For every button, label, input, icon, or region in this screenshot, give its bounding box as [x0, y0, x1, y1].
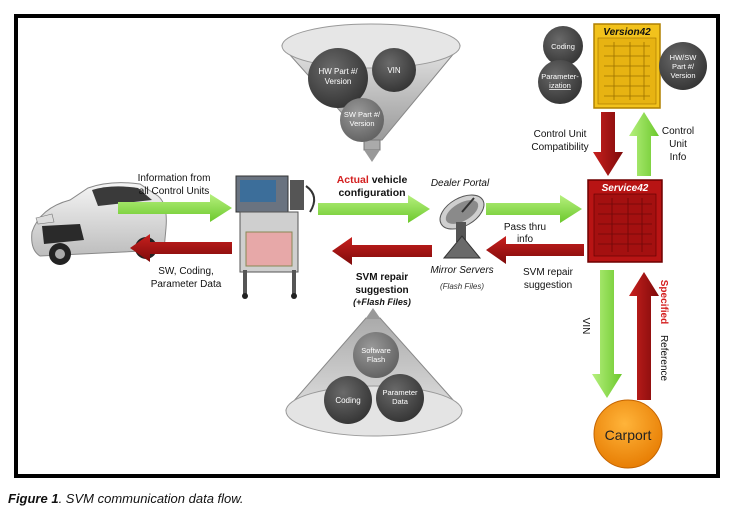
version42-parameterization-line2: ization [549, 81, 571, 90]
label-svm-repair2-1: SVM repair [523, 267, 574, 278]
funnel-vin: VIN [387, 66, 401, 75]
label-svm-repair-1: SVM repair [356, 272, 408, 283]
label-flash-files-note: (+Flash Files) [353, 297, 411, 307]
funnel-bubble-sw-part: SW Part #/ Version [340, 98, 384, 142]
funnel-parameter-data-line2: Data [392, 397, 409, 406]
funnel-coding: Coding [335, 396, 360, 405]
version42-bubble-coding: Coding [543, 26, 583, 66]
label-cu-info-1: Control [662, 126, 694, 137]
funnel-bubble-software-flash: Software Flash [353, 332, 399, 378]
label-vin-vertical: VIN [580, 318, 591, 335]
label-cu-compat-1: Control Unit [534, 129, 587, 140]
version42-hw-sw-line3: Version [670, 71, 695, 80]
label-actual: Actual [337, 174, 369, 186]
funnel-bubble-coding: Coding [324, 376, 372, 424]
funnel-bubble-vin: VIN [372, 48, 416, 92]
diagnostic-tester-image [235, 175, 316, 299]
version42-coding: Coding [551, 42, 575, 51]
label-configuration: configuration [338, 187, 405, 199]
top-funnel: HW Part #/ Version VIN SW Part #/ Versio… [281, 23, 461, 162]
label-info-from-2: all Control Units [139, 186, 210, 197]
funnel-sw-part-line2: Version [349, 119, 374, 128]
arrow-svm-to-mirror [486, 236, 584, 264]
service42-title: Service42 [602, 183, 649, 194]
funnel-hw-part-line2: Version [325, 77, 352, 86]
arrow-sw-to-car [130, 234, 232, 262]
satellite-dish-icon [439, 194, 485, 259]
label-mirror-servers: Mirror Servers [430, 265, 493, 276]
funnel-bubble-hw-part: HW Part #/ Version [308, 48, 368, 108]
label-info-from-1: Information from [138, 173, 211, 184]
arrow-vin-to-carport [592, 270, 622, 398]
caption-figure-number: Figure 1 [8, 491, 59, 506]
arrow-info-to-version42 [629, 112, 659, 176]
label-dealer-portal: Dealer Portal [431, 178, 490, 189]
funnel-bubble-parameter-data: Parameter Data [376, 374, 424, 422]
label-sw-coding-2: Parameter Data [151, 279, 222, 290]
arrow-info-to-tester [118, 194, 232, 222]
figure-caption: Figure 1. SVM communication data flow. [8, 491, 244, 506]
version42-bubble-parameterization: Parameter- ization [538, 60, 582, 104]
arrow-repair-to-tester [332, 237, 432, 265]
funnel-software-flash-line1: Software [361, 346, 391, 355]
arrow-reference-to-service [629, 272, 659, 400]
carport-label: Carport [605, 427, 652, 443]
version42-hw-sw-line1: HW/SW [670, 53, 698, 62]
label-pass-thru-1: Pass thru [504, 222, 546, 233]
label-cu-info-3: Info [670, 152, 687, 163]
label-svm-repair2-2: suggestion [524, 280, 572, 291]
version42-bubble-hw-sw: HW/SW Part #/ Version [659, 42, 707, 90]
label-pass-thru-2: info [517, 234, 534, 245]
label-specified: Specified [658, 280, 669, 324]
label-actual-vehicle: Actual vehicle [337, 174, 408, 186]
version42-parameterization-line1: Parameter- [541, 72, 579, 81]
version42-module: Version42 Coding Parameter- ization HW/S… [538, 23, 707, 109]
arrow-config-to-dealer [318, 195, 430, 223]
funnel-software-flash-line2: Flash [367, 355, 385, 364]
arrow-pass-thru-to-service [486, 195, 582, 223]
label-cu-compat-2: Compatibility [531, 142, 588, 153]
label-reference: Reference [658, 335, 669, 382]
funnel-sw-part-line1: SW Part #/ [344, 110, 381, 119]
arrow-compat-to-service [593, 112, 623, 176]
funnel-parameter-data-line1: Parameter [382, 388, 418, 397]
carport-node: Carport [593, 399, 663, 469]
label-svm-repair-2: suggestion [355, 285, 408, 296]
label-sw-coding-1: SW, Coding, [158, 266, 214, 277]
funnel-hw-part-line1: HW Part #/ [318, 67, 358, 76]
bottom-funnel: Software Flash Coding Parameter Data [285, 308, 463, 437]
version42-title: Version42 [603, 27, 651, 38]
label-vehicle: vehicle [369, 174, 408, 186]
version42-hw-sw-line2: Part #/ [672, 62, 695, 71]
service42-module: Service42 [587, 179, 663, 263]
caption-text: . SVM communication data flow. [58, 491, 244, 506]
label-flash-files-small: (Flash Files) [440, 282, 484, 291]
label-cu-info-2: Unit [669, 139, 687, 150]
